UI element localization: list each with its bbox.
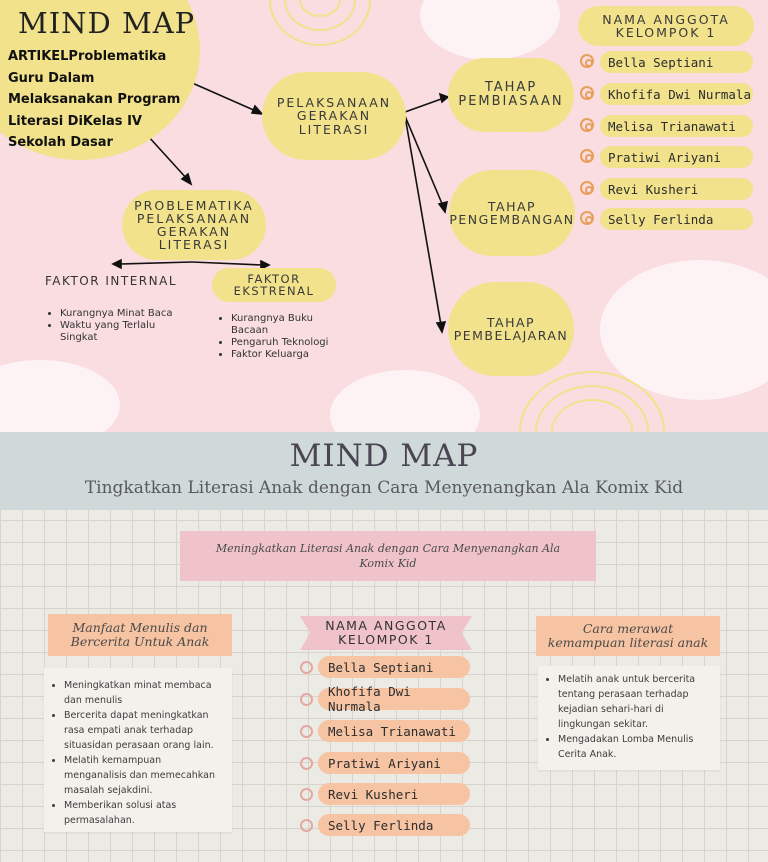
list-item: Bercerita dapat meningkatkan rasa empati… xyxy=(64,708,224,753)
member-pill: Khofifa Dwi Nurmala xyxy=(318,684,470,714)
list-item: Faktor Keluarga xyxy=(231,349,339,361)
manfaat-heading: Manfaat Menulis dan Bercerita Untuk Anak xyxy=(48,614,232,656)
swirl-icon xyxy=(580,211,594,225)
internal-factor-list: Kurangnya Minat Baca Waktu yang Terlalu … xyxy=(50,308,190,344)
manfaat-card: Meningkatkan minat membaca dan menulis B… xyxy=(44,668,232,832)
page-title: MIND MAP xyxy=(18,6,196,40)
swirl-icon xyxy=(300,819,313,832)
decor-and-arrows xyxy=(111,0,665,432)
node-tahap-pengembangan: TAHAP PENGEMBANGAN xyxy=(449,170,575,256)
list-item: Kurangnya Buku Bacaan xyxy=(231,313,339,337)
bottom-title: MIND MAP xyxy=(289,438,479,474)
top-mindmap-panel: MIND MAP ARTIKELProblematika Guru Dalam … xyxy=(0,0,768,432)
list-item: Melatih kemampuan menganalisis dan memec… xyxy=(64,753,224,798)
swirl-icon xyxy=(300,788,313,801)
member-pill: Revi Kusheri xyxy=(600,178,753,200)
member-pill: Bella Septiani xyxy=(318,656,470,678)
external-factor-list: Kurangnya Buku Bacaan Pengaruh Teknologi… xyxy=(221,313,339,361)
cara-card: Melatih anak untuk bercerita tentang per… xyxy=(538,666,720,770)
bottom-mindmap-panel: MIND MAP Tingkatkan Literasi Anak dengan… xyxy=(0,432,768,862)
article-subtitle: ARTIKELProblematika Guru Dalam Melaksana… xyxy=(8,49,181,150)
swirl-icon xyxy=(300,661,313,674)
member-pill: Pratiwi Ariyani xyxy=(318,752,470,774)
bottom-subtitle: Tingkatkan Literasi Anak dengan Cara Men… xyxy=(84,478,684,498)
swirl-icon xyxy=(300,757,313,770)
member-pill: Revi Kusheri xyxy=(318,783,470,805)
members-ribbon: NAMA ANGGOTA KELOMPOK 1 xyxy=(300,616,472,650)
member-pill: Bella Septiani xyxy=(600,51,753,73)
list-item: Kurangnya Minat Baca xyxy=(60,308,190,320)
cara-heading: Cara merawat kemampuan literasi anak xyxy=(536,616,720,656)
bottom-header: MIND MAP Tingkatkan Literasi Anak dengan… xyxy=(0,432,768,510)
swirl-icon xyxy=(580,54,594,68)
faktor-internal-label: FAKTOR INTERNAL xyxy=(45,274,178,288)
topic-banner: Meningkatkan Literasi Anak dengan Cara M… xyxy=(180,531,596,581)
list-item: Memberikan solusi atas permasalahan. xyxy=(64,798,224,828)
list-item: Meningkatkan minat membaca dan menulis xyxy=(64,678,224,708)
member-pill: Melisa Trianawati xyxy=(600,115,753,137)
member-pill: Selly Ferlinda xyxy=(600,208,753,230)
swirl-icon xyxy=(300,693,313,706)
cloud-decoration xyxy=(600,260,768,400)
node-tahap-pembiasaan: TAHAP PEMBIASAAN xyxy=(448,58,574,132)
swirl-icon xyxy=(300,725,313,738)
member-pill: Melisa Trianawati xyxy=(318,720,470,742)
member-pill: Khofifa Dwi Nurmala xyxy=(600,83,753,105)
swirl-icon xyxy=(580,149,594,163)
swirl-icon xyxy=(580,86,594,100)
member-pill: Selly Ferlinda xyxy=(318,814,470,836)
list-item: Mengadakan Lomba Menulis Cerita Anak. xyxy=(558,732,712,762)
member-pill: Pratiwi Ariyani xyxy=(600,146,753,168)
node-problematika: PROBLEMATIKA PELAKSANAAN GERAKAN LITERAS… xyxy=(122,190,266,260)
node-faktor-eksternal: FAKTOR EKSTRENAL xyxy=(212,268,336,302)
node-tahap-pembelajaran: TAHAP PEMBELAJARAN xyxy=(448,282,574,376)
swirl-icon xyxy=(580,118,594,132)
list-item: Waktu yang Terlalu Singkat xyxy=(60,320,190,344)
swirl-icon xyxy=(580,181,594,195)
list-item: Melatih anak untuk bercerita tentang per… xyxy=(558,672,712,732)
list-item: Pengaruh Teknologi xyxy=(231,337,339,349)
members-title: NAMA ANGGOTA KELOMPOK 1 xyxy=(578,6,754,46)
center-node-pelaksanaan: PELAKSANAAN GERAKAN LITERASI xyxy=(262,72,406,160)
